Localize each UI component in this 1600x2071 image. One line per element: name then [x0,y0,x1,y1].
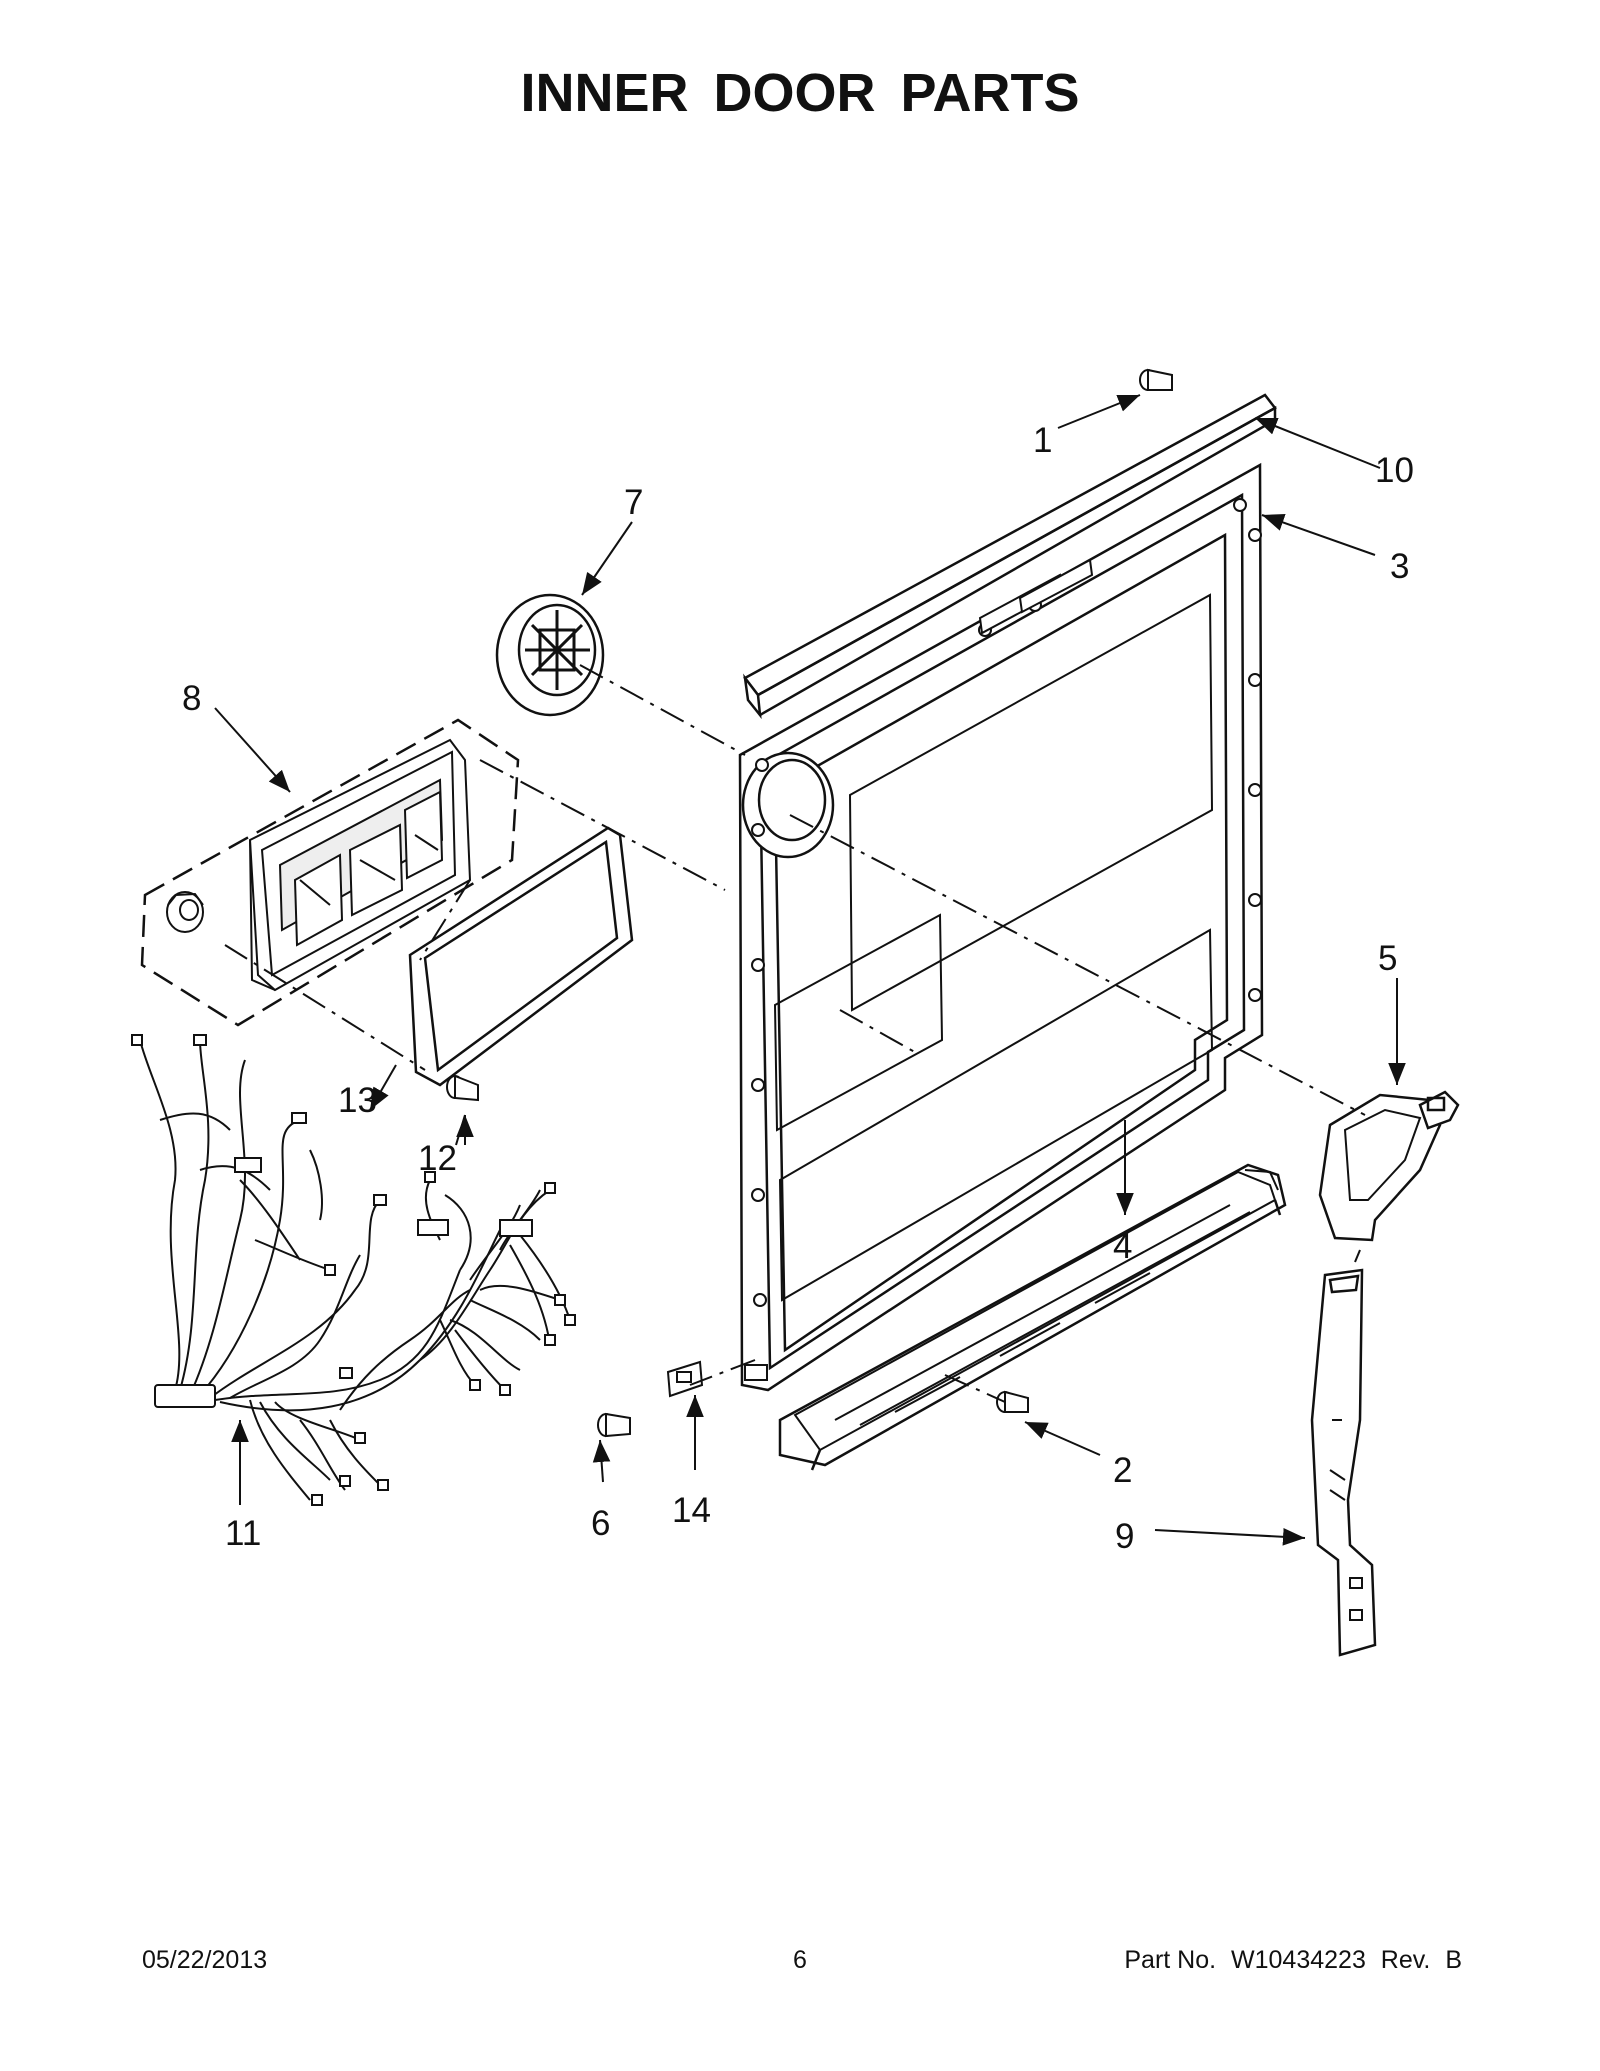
wire-harness [131,1034,576,1506]
callout-3: 3 [1390,547,1409,586]
screw-1 [1139,368,1173,391]
callout-arrows [214,394,1406,1546]
panel-brackets [978,558,1094,635]
footer-page-number: 6 [793,1946,807,1974]
callout-11: 11 [225,1514,261,1553]
revision: B [1445,1946,1462,1974]
callout-2: 2 [1113,1451,1132,1490]
callout-5: 5 [1378,939,1397,978]
callout-6: 6 [591,1504,610,1543]
callout-7: 7 [624,483,643,522]
top-vent-strip [743,393,1277,720]
footer-part-info: Part No. W10434223 Rev. B [1116,1946,1462,1975]
part-number-label: Part No. [1124,1946,1217,1974]
callout-8: 8 [182,679,201,718]
screw-2 [996,1390,1029,1413]
part-number: W10434223 [1231,1946,1366,1974]
callout-4: 4 [1113,1227,1132,1266]
callout-12: 12 [418,1139,457,1178]
dispenser-assembly [140,718,520,1027]
vent-connector [1318,1090,1460,1242]
vent-cap [495,593,605,717]
latch-clip [666,1360,704,1398]
leader-lines [224,664,1366,1403]
page-title: INNER DOOR PARTS [520,63,1080,123]
callout-labels: 1 10 3 7 8 5 13 12 4 2 14 6 9 11 [182,421,1414,1556]
callout-9: 9 [1115,1517,1134,1556]
fill-duct [1310,1268,1377,1657]
revision-label: Rev. [1380,1946,1431,1974]
callout-14: 14 [672,1491,711,1530]
callout-1: 1 [1033,421,1052,460]
callout-10: 10 [1375,451,1414,490]
bottom-vent [778,1163,1287,1471]
screw-6 [597,1412,631,1438]
screw-12 [446,1074,479,1102]
inner-door-panel [738,462,1264,1392]
footer-date: 05/22/2013 [142,1946,268,1974]
callout-13: 13 [338,1081,377,1120]
